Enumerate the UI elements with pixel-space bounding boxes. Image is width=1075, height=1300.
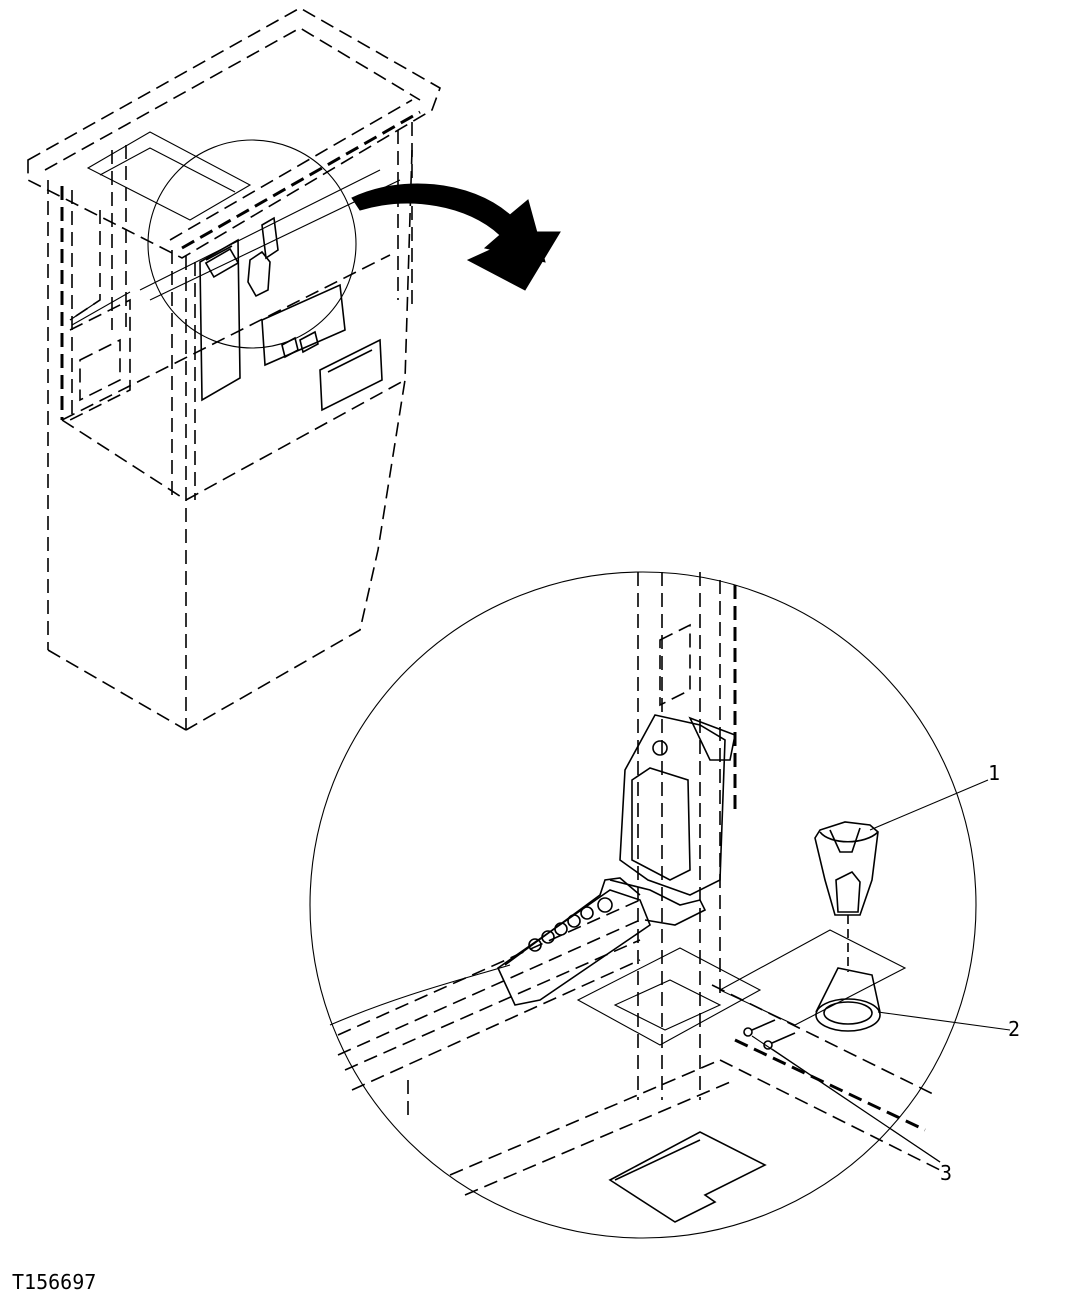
callout-label-1: 1 [988,761,1000,785]
detail-view [309,571,1011,1239]
figure-id: T156697 [12,1270,96,1294]
cab-overview [27,7,441,731]
callout-label-3: 3 [940,1161,952,1185]
screws [743,1019,796,1050]
callout-label-2: 2 [1008,1017,1020,1041]
cup-holder-base [815,967,881,1032]
detail-arrow [351,183,561,291]
cup-holder [814,821,879,916]
console-buttons [528,897,613,952]
